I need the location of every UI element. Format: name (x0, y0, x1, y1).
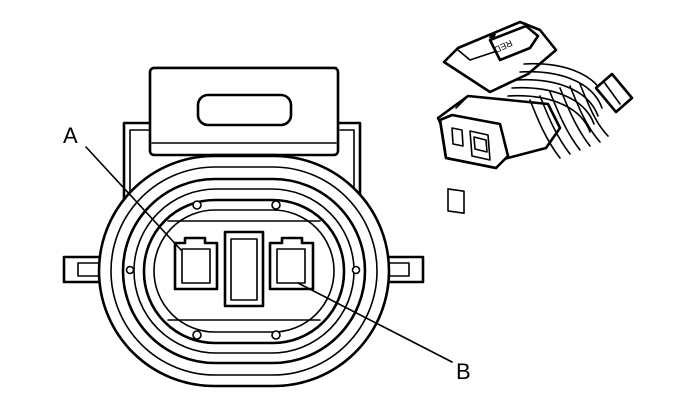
locating-dots (125, 200, 361, 340)
terminal-cavity-a (173, 236, 219, 291)
callout-a: A (63, 123, 182, 251)
callout-b-label: B (456, 359, 471, 384)
top-latch (148, 66, 340, 157)
callout-a-label: A (63, 123, 78, 148)
latch-window (196, 93, 293, 127)
mini-connector-isometric: RED (436, 20, 634, 215)
connector-face-view (62, 66, 425, 388)
center-key (223, 230, 265, 308)
terminal-cavity-b (268, 236, 315, 291)
right-mounting-tab (384, 255, 425, 284)
callout-b: B (297, 282, 471, 384)
left-mounting-tab (62, 255, 103, 284)
wire-coil (507, 62, 609, 159)
